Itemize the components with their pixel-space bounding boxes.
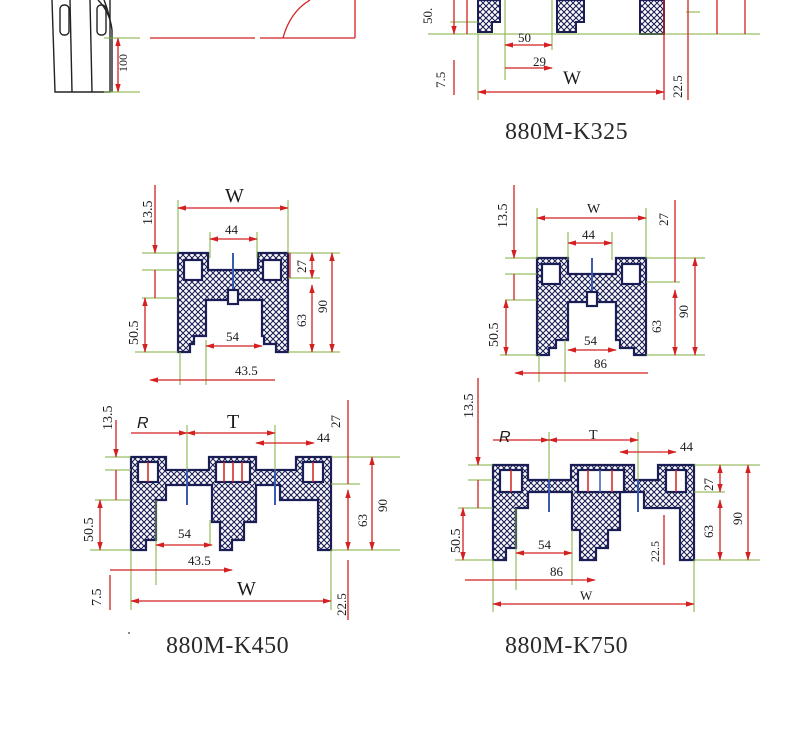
dim-43-5: 43.5 (235, 363, 258, 378)
dim-13-5: 13.5 (101, 406, 116, 431)
k750-multi-module-view: 13.5 R T 44 27 63 90 50.5 54 86 22.5 W (449, 378, 760, 612)
caption-k325: 880M-K325 (505, 119, 629, 145)
dim-54: 54 (178, 526, 192, 541)
dim-63: 63 (294, 314, 309, 327)
dim-44: 44 (582, 227, 596, 242)
k450-multi-module-view: 13.5 R T 44 27 63 90 50.5 54 43.5 7.5 W … (82, 400, 400, 620)
k750-single-profile (535, 256, 648, 357)
dim-54: 54 (538, 537, 552, 552)
dim-22-5: 22.5 (334, 593, 349, 616)
k450-single-module-view: W 13.5 44 27 63 90 50.5 54 43.5 (127, 185, 340, 385)
dim-W: W (587, 202, 601, 217)
dim-44: 44 (317, 430, 331, 445)
caption-k450: 880M-K450 (166, 633, 290, 659)
k750-single-module-view: W 13.5 44 27 63 90 50.5 54 86 (487, 185, 705, 382)
dim-27: 27 (328, 415, 343, 429)
dim-27: 27 (701, 478, 716, 492)
dim-50: 50 (518, 30, 531, 45)
dim-W: W (563, 68, 581, 89)
dim-63: 63 (649, 320, 664, 333)
dim-54: 54 (584, 333, 598, 348)
dim-W: W (237, 578, 256, 600)
dim-27: 27 (656, 213, 671, 227)
k750-multi-profile (491, 463, 696, 562)
dim-86: 86 (550, 564, 564, 579)
dim-13-5: 13.5 (462, 394, 477, 419)
dim-43-5: 43.5 (188, 553, 211, 568)
dim-90: 90 (315, 300, 330, 313)
dim-50-5: 50.5 (127, 321, 142, 346)
k325-profile (477, 0, 665, 35)
dim-7-5: 7.5 (433, 72, 448, 88)
dim-86: 86 (594, 356, 608, 371)
speck (128, 632, 130, 634)
dim-R: R (499, 429, 511, 446)
dim-W: W (580, 588, 593, 603)
dim-29: 29 (533, 54, 546, 69)
dim-50-5: 50.5 (82, 518, 97, 543)
dim-54: 54 (226, 329, 240, 344)
dim-13-5: 13.5 (496, 204, 511, 229)
caption-k750: 880M-K750 (505, 633, 629, 659)
dim-63: 63 (355, 514, 370, 527)
dim-100: 100 (116, 54, 130, 72)
dim-22-5: 22.5 (670, 75, 685, 98)
dim-W: W (225, 185, 244, 207)
dim-R: R (137, 415, 149, 432)
k450-single-profile (176, 251, 290, 354)
dim-63: 63 (701, 525, 716, 538)
dim-13-5: 13.5 (141, 201, 156, 226)
dim-50-5: 50. (420, 8, 435, 24)
dim-44: 44 (680, 439, 694, 454)
dim-50-5: 50.5 (487, 323, 502, 348)
dim-90: 90 (375, 499, 390, 512)
dim-44: 44 (225, 222, 239, 237)
dim-90: 90 (730, 512, 745, 525)
dim-T: T (227, 411, 239, 433)
dim-27: 27 (294, 260, 309, 274)
top-left-partial-view: 100 (51, 0, 356, 93)
dim-50-5: 50.5 (449, 529, 464, 554)
k325-profile-view: 50. 50 29 7.5 W 22.5 (420, 0, 760, 100)
dim-T: T (589, 428, 598, 443)
dim-7-5: 7.5 (90, 589, 105, 607)
dim-90: 90 (676, 305, 691, 318)
k450-multi-profile (129, 455, 333, 552)
dim-22-5: 22.5 (648, 541, 662, 562)
